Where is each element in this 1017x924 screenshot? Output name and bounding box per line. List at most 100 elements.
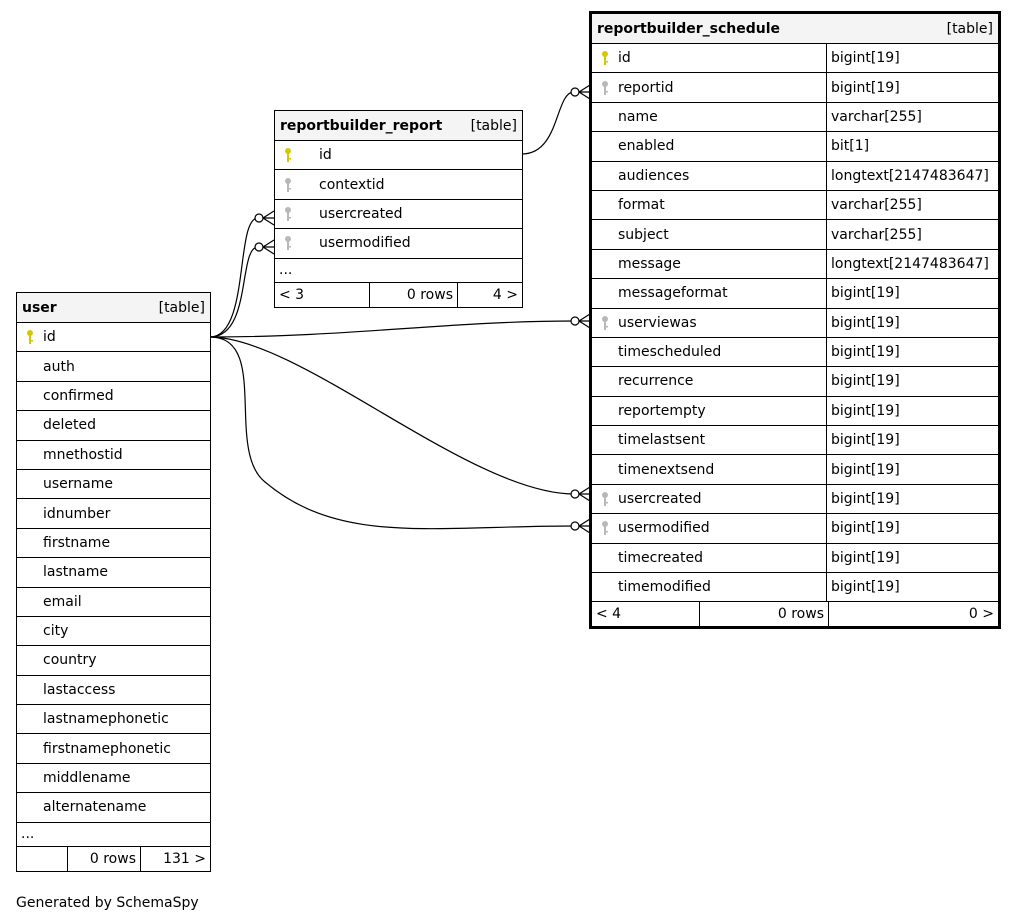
column-type: bigint[19] bbox=[826, 44, 998, 73]
column-name: recurrence bbox=[618, 373, 694, 390]
table-footer: < 3 0 rows 4 > bbox=[275, 282, 522, 307]
optional-marker-report-usercreated bbox=[254, 213, 264, 223]
more-columns-ellipsis[interactable]: ... bbox=[275, 259, 522, 283]
column-name: mnethostid bbox=[43, 446, 123, 463]
column-cell: deleted bbox=[17, 411, 210, 439]
column-cell: firstnamephonetic bbox=[17, 734, 210, 762]
column-type: longtext[2147483647] bbox=[826, 249, 998, 279]
column-row-email[interactable]: email bbox=[17, 588, 210, 617]
footer-parents[interactable] bbox=[17, 847, 67, 871]
edge-report-to-schedule-reportid bbox=[521, 91, 575, 155]
table-reportbuilder-report[interactable]: reportbuilder_report [table] id contextid… bbox=[274, 110, 523, 308]
footer-parents[interactable]: < 4 bbox=[596, 606, 622, 623]
column-type: bigint[19] bbox=[826, 279, 998, 308]
column-row-mnethostid[interactable]: mnethostid bbox=[17, 441, 210, 470]
column-row-username[interactable]: username bbox=[17, 470, 210, 500]
column-row-usermodified[interactable]: usermodified bbox=[275, 229, 522, 259]
column-row-firstname[interactable]: firstname bbox=[17, 529, 210, 559]
footer-children[interactable]: 4 > bbox=[492, 286, 518, 303]
more-columns-ellipsis[interactable]: ... bbox=[17, 823, 210, 847]
column-row-idnumber[interactable]: idnumber bbox=[17, 499, 210, 529]
column-row-lastaccess[interactable]: lastaccess bbox=[17, 676, 210, 706]
column-name: format bbox=[618, 197, 665, 214]
column-row-alternatename[interactable]: alternatename bbox=[17, 793, 210, 823]
column-row-id[interactable]: id bigint[19] bbox=[592, 44, 998, 74]
column-row-auth[interactable]: auth bbox=[17, 352, 210, 382]
table-header: reportbuilder_report [table] bbox=[275, 111, 522, 141]
column-type: varchar[255] bbox=[826, 220, 998, 249]
column-row-country[interactable]: country bbox=[17, 646, 210, 676]
column-row-id[interactable]: id bbox=[17, 323, 210, 353]
optional-marker-schedule-usermodified bbox=[570, 521, 580, 531]
column-cell: timelastsent bbox=[592, 426, 826, 454]
column-cell: city bbox=[17, 617, 210, 645]
column-cell: usercreated bbox=[275, 200, 522, 228]
column-name: timecreated bbox=[618, 549, 703, 566]
column-type: varchar[255] bbox=[826, 102, 998, 132]
column-cell: firstname bbox=[17, 529, 210, 557]
column-type: bigint[19] bbox=[826, 514, 998, 543]
column-row-lastnamephonetic[interactable]: lastnamephonetic bbox=[17, 705, 210, 735]
column-name: audiences bbox=[618, 167, 690, 184]
column-cell: usercreated bbox=[592, 485, 826, 513]
column-row-lastname[interactable]: lastname bbox=[17, 558, 210, 588]
optional-marker-schedule-reportid bbox=[570, 87, 580, 97]
column-type: bigint[19] bbox=[826, 573, 998, 602]
column-row-messageformat[interactable]: messageformat bigint[19] bbox=[592, 279, 998, 309]
column-name: contextid bbox=[319, 176, 385, 193]
column-type: bigint[19] bbox=[826, 337, 998, 367]
crowfoot-report-usercreated bbox=[261, 210, 275, 226]
column-cell: lastnamephonetic bbox=[17, 705, 210, 733]
footer-children[interactable]: 0 > bbox=[968, 606, 994, 623]
column-row-deleted[interactable]: deleted bbox=[17, 411, 210, 441]
column-cell: userviewas bbox=[592, 309, 826, 337]
table-name: reportbuilder_schedule bbox=[597, 20, 781, 37]
column-cell: message bbox=[592, 250, 826, 278]
column-row-timescheduled[interactable]: timescheduled bigint[19] bbox=[592, 337, 998, 368]
column-row-usercreated[interactable]: usercreated bbox=[275, 200, 522, 230]
column-name: reportempty bbox=[618, 402, 706, 419]
column-row-contextid[interactable]: contextid bbox=[275, 170, 522, 200]
column-name: messageformat bbox=[618, 285, 728, 302]
column-name: id bbox=[618, 50, 631, 67]
column-name: timescheduled bbox=[618, 344, 722, 361]
column-name: idnumber bbox=[43, 505, 111, 522]
footer-children[interactable]: 131 > bbox=[163, 850, 206, 867]
column-row-id[interactable]: id bbox=[275, 141, 522, 171]
column-cell: reportempty bbox=[592, 397, 826, 425]
column-row-firstnamephonetic[interactable]: firstnamephonetic bbox=[17, 734, 210, 764]
footer-row-count: 0 rows bbox=[67, 846, 141, 871]
edge-user-to-report-usermodified bbox=[209, 246, 259, 338]
footer-parents[interactable]: < 3 bbox=[279, 286, 305, 303]
footer-row-count: 0 rows bbox=[369, 282, 458, 307]
column-cell: auth bbox=[17, 352, 210, 380]
column-cell: contextid bbox=[275, 170, 522, 198]
table-kind: [table] bbox=[158, 299, 205, 316]
column-name: id bbox=[43, 329, 56, 346]
column-cell: lastname bbox=[17, 558, 210, 586]
column-cell: usermodified bbox=[275, 229, 522, 257]
column-row-middlename[interactable]: middlename bbox=[17, 764, 210, 794]
edge-user-to-report-usercreated bbox=[209, 217, 259, 338]
column-row-confirmed[interactable]: confirmed bbox=[17, 382, 210, 412]
column-row-city[interactable]: city bbox=[17, 617, 210, 647]
